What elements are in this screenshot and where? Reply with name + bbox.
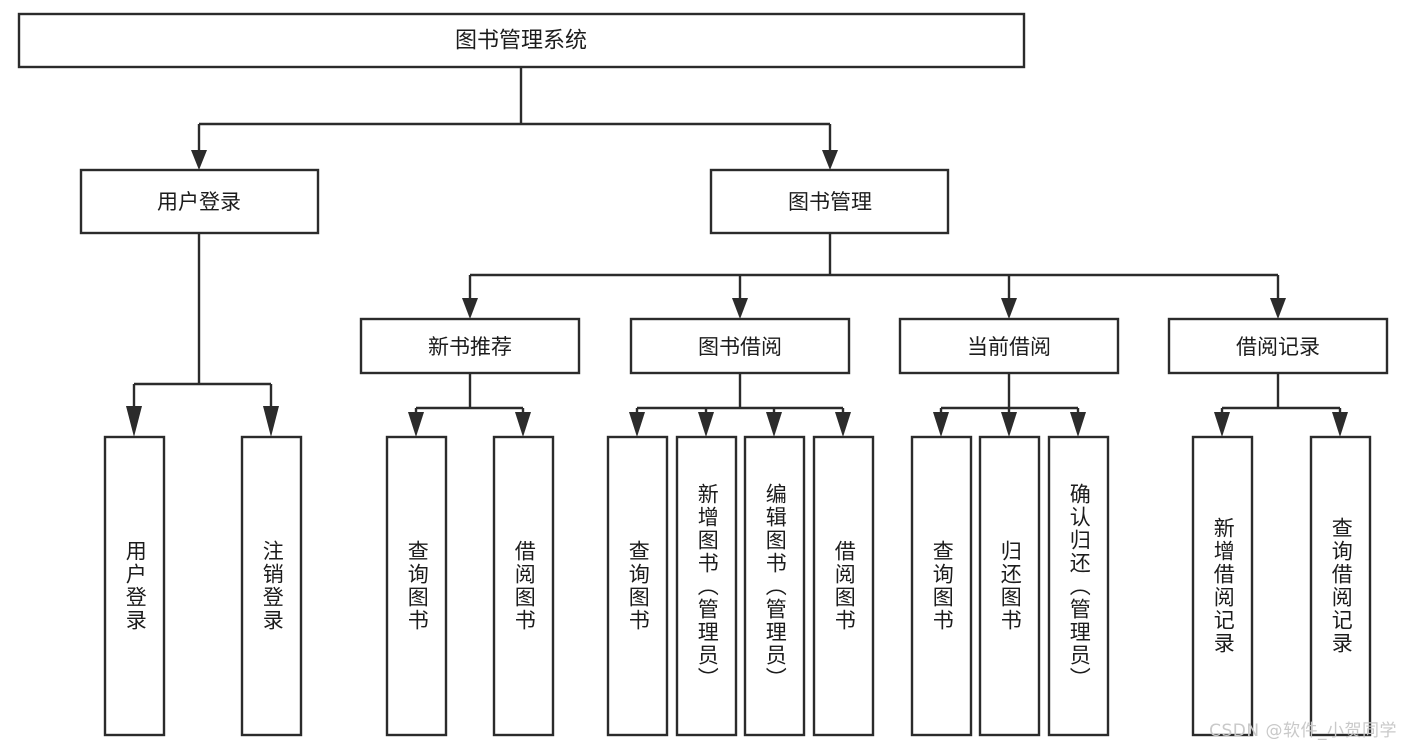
connectors-book-manage-to-level3 — [462, 233, 1286, 319]
node-root[interactable]: 图书管理系统 — [17, 12, 1026, 69]
arrowhead-leaf-return-book — [1001, 412, 1017, 437]
leaf-box-confirm-return[interactable] — [1047, 435, 1110, 737]
arrowhead-leaf-query-book-2 — [629, 412, 645, 437]
connectors-new-book-recommend-to-leaves — [408, 373, 531, 437]
leaf-box-query-record[interactable] — [1309, 435, 1372, 737]
leaf-boxes — [103, 435, 1372, 737]
leaf-box-user-login[interactable] — [103, 435, 166, 737]
arrowhead-new-book-recommend — [462, 298, 478, 319]
leaf-box-borrow-book-1[interactable] — [492, 435, 555, 737]
arrowhead-leaf-edit-book — [766, 412, 782, 437]
connectors-book-borrow-to-leaves — [629, 373, 851, 437]
node-current-borrow-label: 当前借阅 — [967, 335, 1051, 359]
node-root-box[interactable] — [17, 12, 1026, 69]
arrowhead-current-borrow — [1001, 298, 1017, 319]
arrowhead-leaf-borrow-book-1 — [515, 412, 531, 437]
csdn-watermark: CSDN @软件_小贺同学 — [1209, 721, 1397, 741]
node-book-manage-box[interactable] — [709, 168, 950, 235]
connectors-user-login-to-leaves — [126, 233, 279, 437]
arrowhead-leaf-add-book — [698, 412, 714, 437]
arrowhead-leaf-logout-login — [263, 406, 279, 437]
node-user-login-label: 用户登录 — [157, 190, 241, 214]
leaf-box-add-book[interactable] — [675, 435, 738, 737]
arrowhead-leaf-add-record — [1214, 412, 1230, 437]
leaf-box-query-book-2[interactable] — [606, 435, 669, 737]
node-book-borrow[interactable]: 图书借阅 — [629, 317, 851, 375]
arrowhead-leaf-borrow-book-2 — [835, 412, 851, 437]
connectors-borrow-record-to-leaves — [1214, 373, 1348, 437]
node-user-login[interactable]: 用户登录 — [79, 168, 320, 235]
connectors-current-borrow-to-leaves — [933, 373, 1086, 437]
arrowhead-leaf-user-login — [126, 406, 142, 437]
arrowhead-user-login — [191, 150, 207, 170]
arrowhead-book-manage — [822, 150, 838, 170]
node-book-borrow-box[interactable] — [629, 317, 851, 375]
arrowhead-borrow-record — [1270, 298, 1286, 319]
node-borrow-record-label: 借阅记录 — [1236, 335, 1320, 359]
leaf-box-logout-login[interactable] — [240, 435, 303, 737]
node-current-borrow-box[interactable] — [898, 317, 1120, 375]
node-user-login-box[interactable] — [79, 168, 320, 235]
node-new-book-recommend[interactable]: 新书推荐 — [359, 317, 581, 375]
leaf-box-return-book[interactable] — [978, 435, 1041, 737]
leaf-box-borrow-book-2[interactable] — [812, 435, 875, 737]
leaf-box-add-record[interactable] — [1191, 435, 1254, 737]
leaf-box-query-book-3[interactable] — [910, 435, 973, 737]
arrowhead-leaf-query-book-3 — [933, 412, 949, 437]
leaf-box-query-book-1[interactable] — [385, 435, 448, 737]
connectors-root-to-level2 — [191, 67, 838, 170]
node-book-manage-label: 图书管理 — [788, 190, 872, 214]
node-borrow-record-box[interactable] — [1167, 317, 1389, 375]
node-root-label: 图书管理系统 — [455, 29, 587, 54]
node-borrow-record[interactable]: 借阅记录 — [1167, 317, 1389, 375]
arrowhead-book-borrow — [732, 298, 748, 319]
node-new-book-recommend-box[interactable] — [359, 317, 581, 375]
leaf-box-edit-book[interactable] — [743, 435, 806, 737]
node-book-manage[interactable]: 图书管理 — [709, 168, 950, 235]
arrowhead-leaf-confirm-return — [1070, 412, 1086, 437]
arrowhead-leaf-query-book-1 — [408, 412, 424, 437]
node-new-book-recommend-label: 新书推荐 — [428, 335, 512, 359]
node-current-borrow[interactable]: 当前借阅 — [898, 317, 1120, 375]
node-book-borrow-label: 图书借阅 — [698, 335, 782, 359]
arrowhead-leaf-query-record — [1332, 412, 1348, 437]
